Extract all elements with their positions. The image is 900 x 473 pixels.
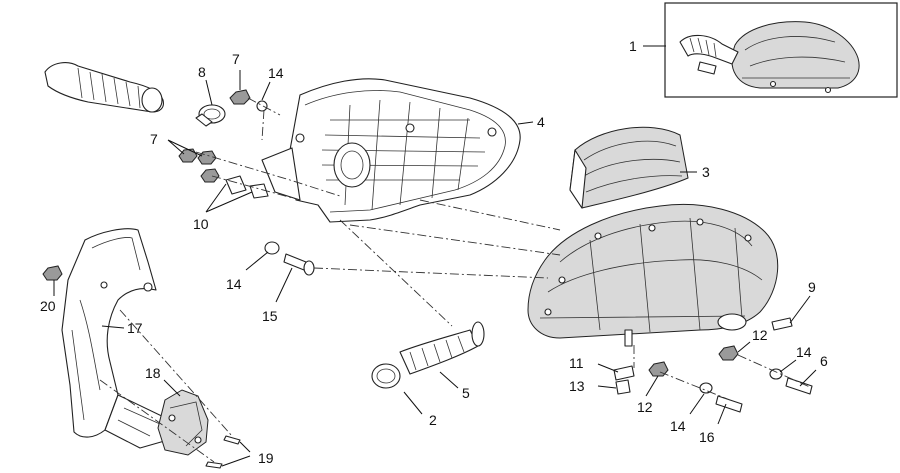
clip-11 xyxy=(613,365,635,381)
bolt-16 xyxy=(715,395,743,413)
side-shield xyxy=(61,228,171,449)
callout-14-right: 14 xyxy=(796,344,812,360)
callout-8: 8 xyxy=(198,64,206,80)
nut-12-right xyxy=(718,345,739,361)
callout-2: 2 xyxy=(429,412,437,428)
callout-14-left: 14 xyxy=(226,276,242,292)
callout-3: 3 xyxy=(702,164,710,180)
callout-18: 18 xyxy=(145,365,161,381)
callout-14-center: 14 xyxy=(670,418,686,434)
washer-14-right xyxy=(769,368,783,380)
intake-sleeve xyxy=(371,321,485,389)
cap-13 xyxy=(615,379,631,395)
assembly-axes xyxy=(99,97,813,463)
callout-13: 13 xyxy=(569,378,585,394)
cover-plate xyxy=(157,389,209,456)
intake-duct xyxy=(44,62,164,113)
callout-12-right: 12 xyxy=(752,327,768,343)
callout-19: 19 xyxy=(258,450,274,466)
callout-16: 16 xyxy=(699,429,715,445)
callout-9: 9 xyxy=(808,279,816,295)
callout-20: 20 xyxy=(40,298,56,314)
screw-9 xyxy=(771,317,793,331)
assembly-inset xyxy=(664,2,898,98)
callout-1: 1 xyxy=(629,38,637,54)
callout-5: 5 xyxy=(462,385,470,401)
callout-7-top: 7 xyxy=(232,51,240,67)
callout-labels: 1 2 3 4 5 6 7 7 8 9 10 11 12 12 13 14 14… xyxy=(40,38,828,466)
callout-17: 17 xyxy=(127,320,143,336)
callout-14-top: 14 xyxy=(268,65,284,81)
callout-10: 10 xyxy=(193,216,209,232)
hardware-left xyxy=(178,89,269,199)
callout-6: 6 xyxy=(820,353,828,369)
nut-20 xyxy=(42,265,63,281)
screws-19 xyxy=(205,435,241,469)
bolt-15 xyxy=(264,241,315,276)
leader-lines xyxy=(53,45,817,467)
callout-15: 15 xyxy=(262,308,278,324)
callout-12-center: 12 xyxy=(637,399,653,415)
airbox-base xyxy=(261,78,521,223)
washer-14-center xyxy=(699,382,713,394)
callout-4: 4 xyxy=(537,114,545,130)
callout-11: 11 xyxy=(569,355,584,371)
airbox-cover xyxy=(527,203,779,347)
hardware-right xyxy=(613,317,813,413)
filter-element xyxy=(569,126,689,209)
nut-12-center xyxy=(648,361,669,377)
bolt-6 xyxy=(785,377,813,395)
callout-7-left: 7 xyxy=(150,131,158,147)
